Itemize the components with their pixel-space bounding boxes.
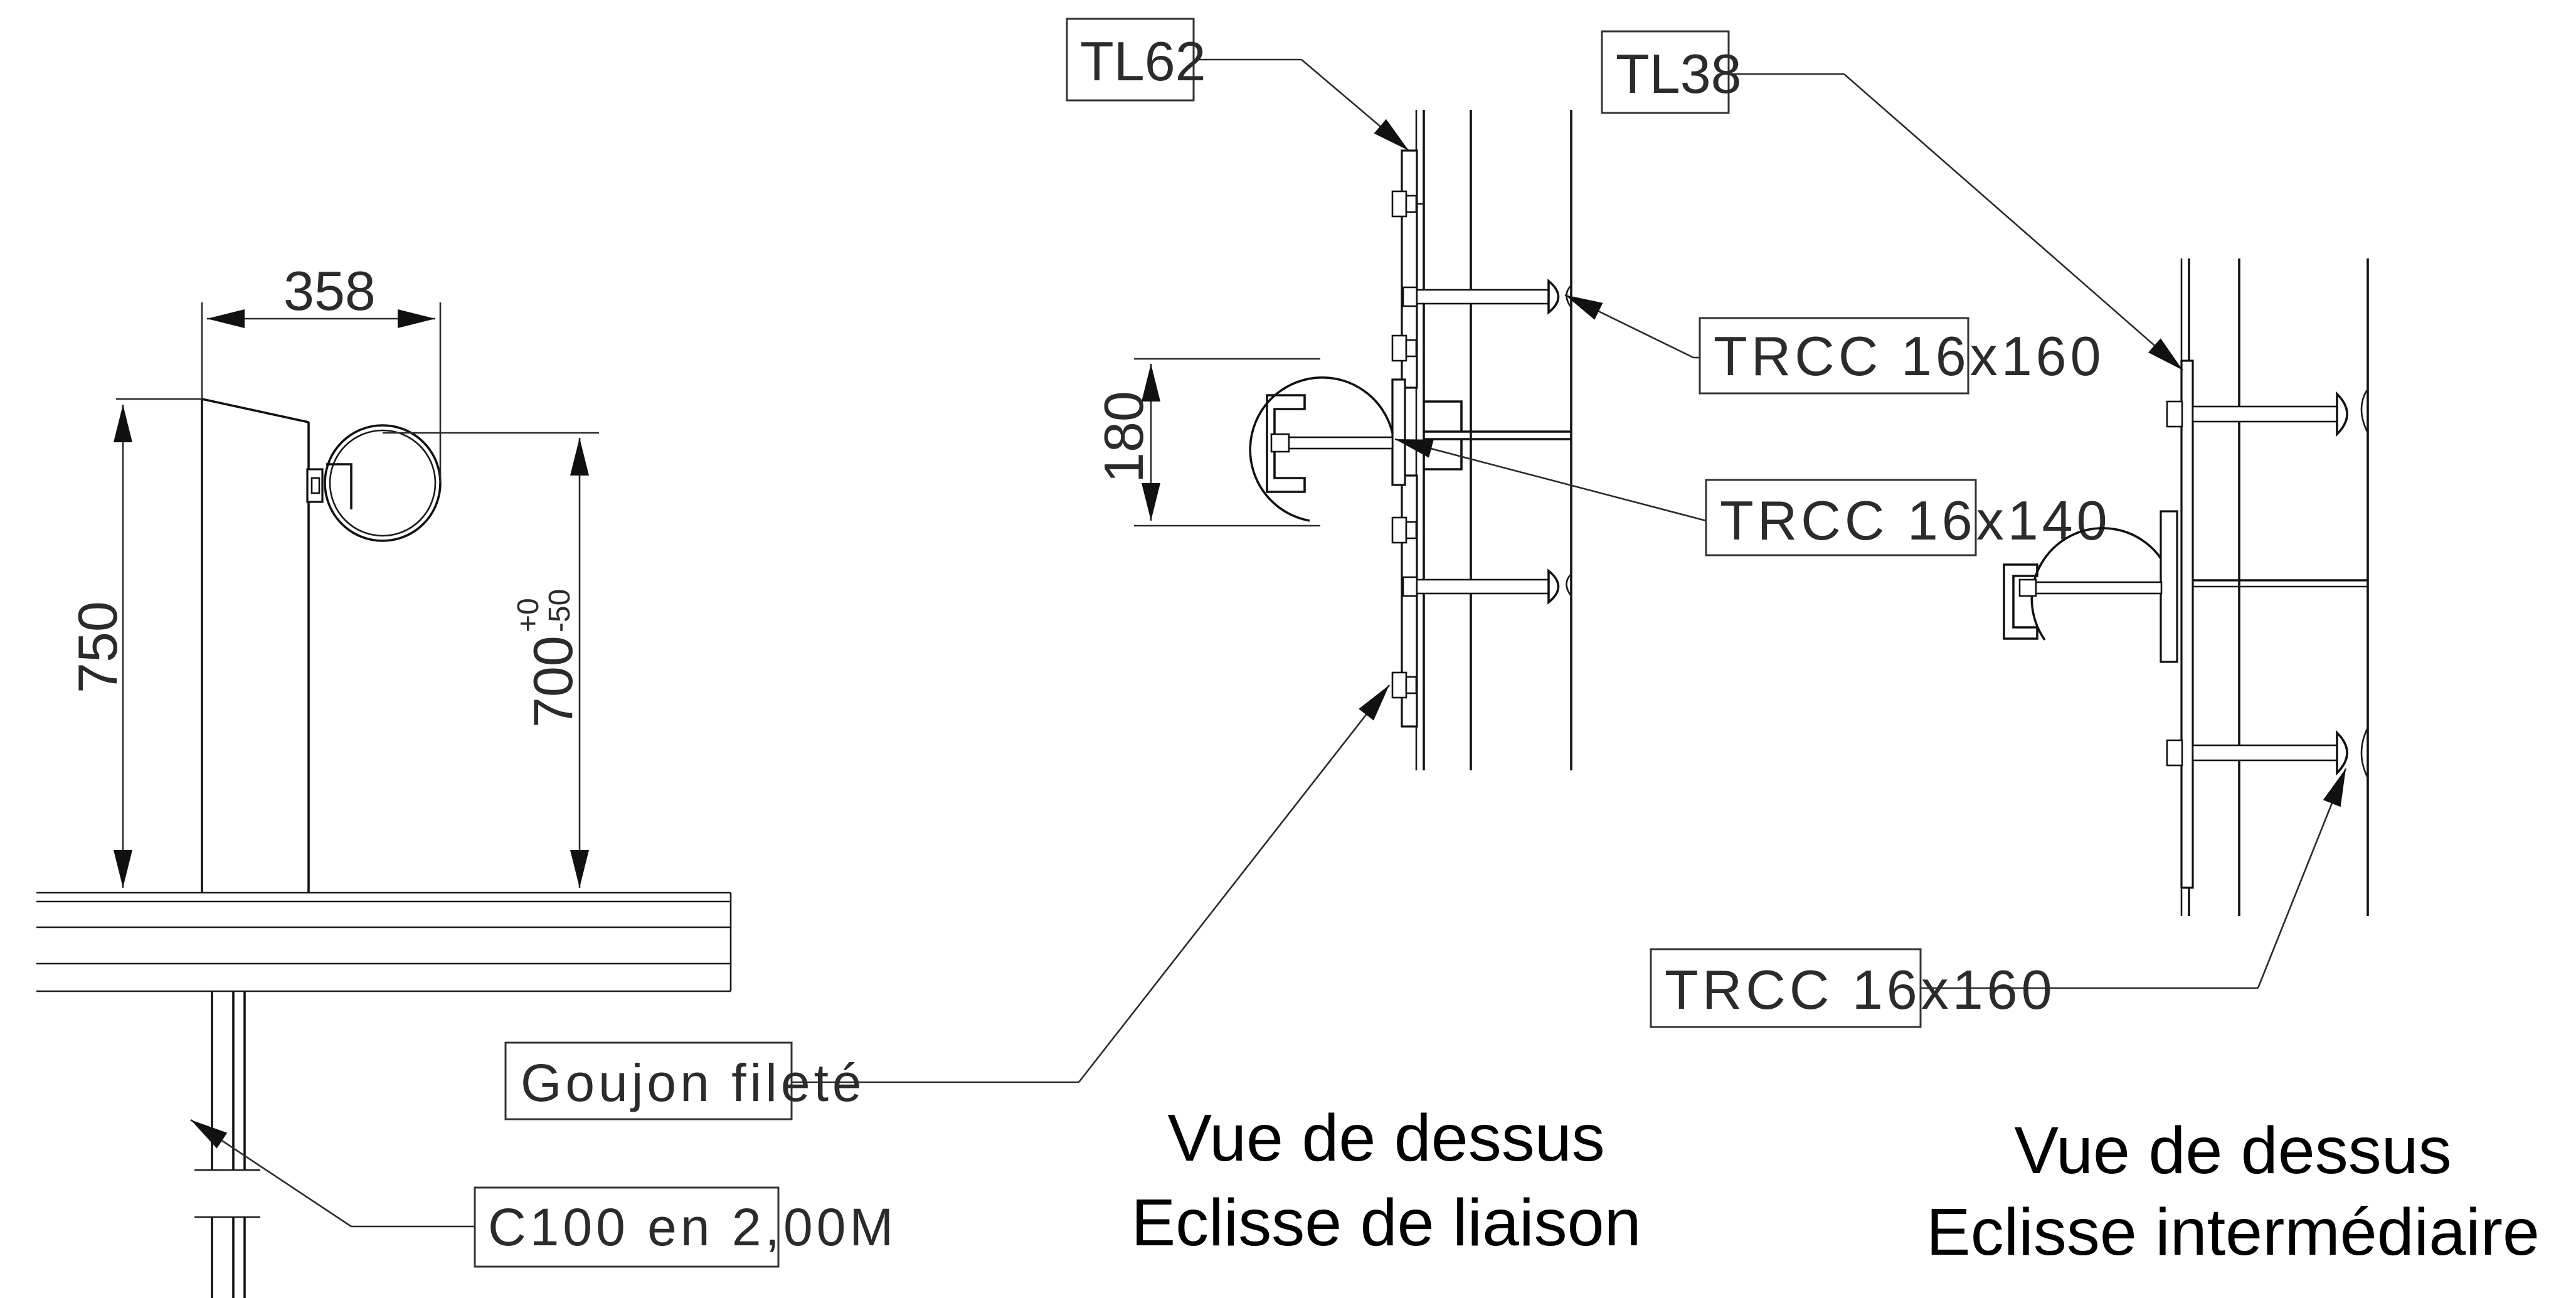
caption-intermediaire-line2: Eclisse intermédiaire (1926, 1195, 2540, 1269)
trcc-bolt-lower (2166, 730, 2348, 776)
trcc-160-bottom-callout: TRCC 16x160 (1650, 768, 2347, 1028)
side-elevation: 358 750 700 +0 -50 C100 en 2,00M (36, 260, 897, 1298)
eclisse-liaison-view: 180 TL62 TRCC 16x160 TRCC 16x140 Goujon … (504, 18, 2111, 1260)
trcc-140-box (1705, 479, 1977, 556)
caption-liaison: Vue de dessus Eclisse de liaison (1131, 1101, 1641, 1260)
trcc-160-top-box (1699, 317, 1969, 395)
dimension-750-label: 750 (66, 601, 129, 693)
dimension-700-label: 700 (522, 636, 584, 728)
rail-tube-section (306, 424, 442, 542)
liaison-beams (1391, 110, 1572, 770)
trcc-160-top-callout: TRCC 16x160 (1564, 294, 2105, 395)
deck-slab (36, 891, 732, 992)
bolt-4 (1391, 671, 1418, 699)
tl62-callout: TL62 (1066, 18, 1409, 151)
trcc-bolt-bottom (1402, 568, 1560, 605)
trcc-140-callout: TRCC 16x140 (1394, 438, 2111, 556)
caption-intermediaire: Vue de dessus Eclisse intermédiaire (1926, 1114, 2540, 1269)
bolt-1 (1391, 190, 1424, 218)
intermediaire-rail-section (2003, 527, 2163, 641)
c100-label: C100 en 2,00M (488, 1198, 897, 1257)
tolerance-lower: -50 (543, 589, 576, 632)
intermediaire-bolts (2166, 391, 2348, 776)
dimension-358-label: 358 (284, 260, 376, 322)
goujon-callout: Goujon fileté (504, 684, 1391, 1120)
dimension-180-label: 180 (1093, 391, 1155, 483)
intermediaire-beams (2160, 258, 2369, 916)
tl62-label: TL62 (1080, 30, 1206, 92)
trcc-160-top-label: TRCC 16x160 (1714, 325, 2105, 387)
eclisse-intermediaire-view: TL38 TRCC 16x160 Vue de dessus Eclisse i… (1601, 30, 2540, 1269)
c100-callout: C100 en 2,00M (190, 1119, 897, 1268)
dimension-750: 750 (66, 398, 202, 888)
tolerance-upper: +0 (512, 598, 545, 632)
post (201, 398, 310, 893)
trcc-160-bottom-label: TRCC 16x160 (1665, 959, 2056, 1021)
trcc-140-label: TRCC 16x140 (1720, 489, 2111, 551)
caption-intermediaire-line1: Vue de dessus (2014, 1114, 2451, 1188)
liaison-rail-section (1249, 376, 1394, 522)
dimension-180: 180 (1093, 358, 1320, 527)
dimension-700: 700 +0 -50 (383, 432, 599, 888)
caption-liaison-line2: Eclisse de liaison (1131, 1186, 1641, 1260)
bolt-2 (1391, 334, 1418, 362)
trcc-bolt-top (1402, 279, 1560, 315)
trcc-bolt-upper (2166, 391, 2348, 437)
caption-liaison-line1: Vue de dessus (1167, 1101, 1604, 1175)
tl38-callout: TL38 (1601, 30, 2183, 371)
liaison-bolts (1391, 190, 1560, 699)
bolt-3 (1391, 516, 1418, 544)
dimension-358: 358 (201, 260, 442, 483)
tl38-label: TL38 (1616, 43, 1742, 105)
c100-label-box (474, 1186, 780, 1268)
tl38-label-box (1601, 30, 1730, 114)
goujon-label-box (504, 1041, 793, 1120)
